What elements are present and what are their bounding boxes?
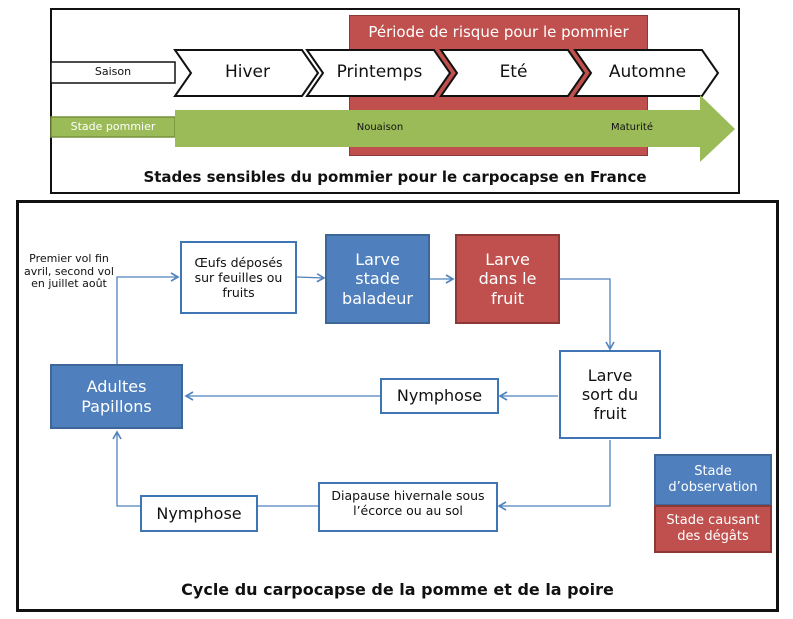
season-printemps: Printemps bbox=[336, 62, 423, 83]
stage-maturite: Maturité bbox=[611, 122, 653, 134]
connector-eggs-to-wandering bbox=[296, 273, 326, 283]
node-larva-exits: Larve sort du fruit bbox=[559, 350, 661, 439]
connector-exits-to-diapause bbox=[497, 440, 611, 511]
bottom-panel-title: Cycle du carpocapse de la pomme et de la… bbox=[181, 580, 614, 599]
node-pupation-2: Nymphose bbox=[140, 495, 258, 532]
node-larva-wandering: Larve stade baladeur bbox=[325, 234, 430, 324]
chevron-ete bbox=[439, 49, 586, 97]
stage-row-label: Stade pommier bbox=[70, 119, 156, 133]
chevron-hiver bbox=[173, 49, 320, 97]
season-ete: Eté bbox=[499, 62, 528, 83]
connector-adults-to-eggs bbox=[116, 272, 180, 365]
node-pupation-1: Nymphose bbox=[380, 378, 499, 414]
season-automne: Automne bbox=[608, 62, 687, 83]
risk-period-label: Période de risque pour le pommier bbox=[368, 23, 629, 42]
season-chevrons bbox=[50, 49, 735, 162]
connector-pupation2-to-adults bbox=[112, 430, 140, 507]
stage-arrow bbox=[175, 95, 735, 162]
stage-nouaison: Nouaison bbox=[356, 122, 404, 134]
top-panel-title: Stades sensibles du pommier pour le carp… bbox=[143, 168, 647, 186]
legend-damage: Stade causant des dégâts bbox=[654, 505, 772, 553]
chevron-automne bbox=[573, 49, 720, 97]
node-diapause: Diapause hivernale sous l’écorce ou au s… bbox=[318, 482, 498, 532]
node-larva-in-fruit: Larve dans le fruit bbox=[455, 234, 560, 324]
node-adults: Adultes Papillons bbox=[50, 364, 183, 429]
season-row-label-box bbox=[50, 61, 176, 84]
node-eggs: Œufs déposés sur feuilles ou fruits bbox=[180, 241, 297, 314]
flight-note: Premier vol fin avril, second vol en jui… bbox=[24, 252, 114, 291]
legend-observation: Stade d’observation bbox=[654, 454, 772, 506]
season-row-label: Saison bbox=[94, 65, 132, 79]
season-hiver: Hiver bbox=[224, 62, 270, 83]
connector-infruit-to-exits bbox=[560, 278, 615, 351]
chevron-printemps bbox=[305, 49, 452, 97]
